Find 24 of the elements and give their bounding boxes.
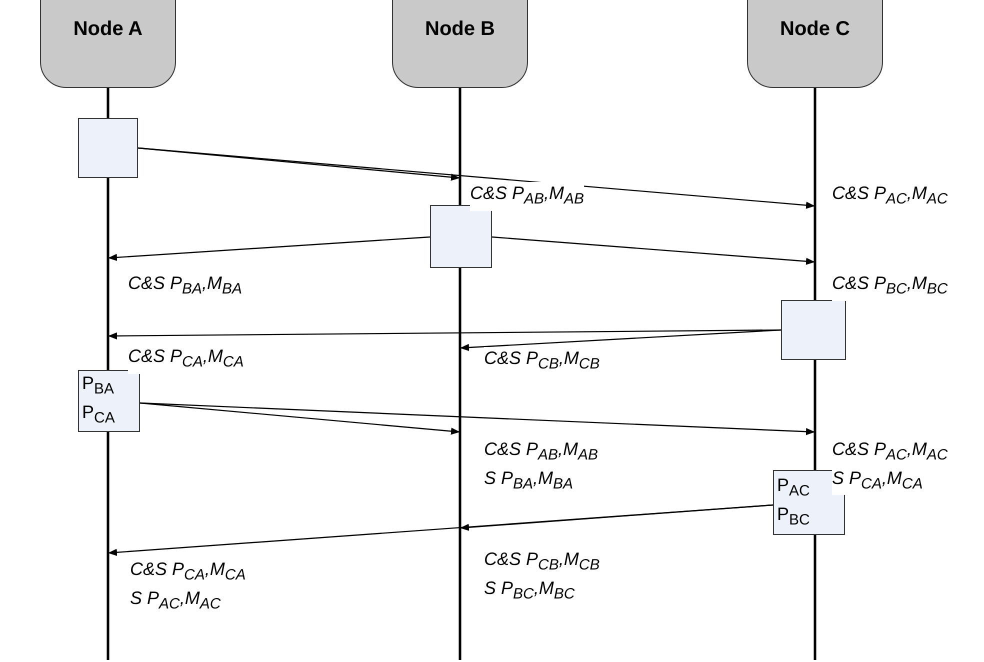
activation-box [781,300,846,360]
participant-name: Node B [425,18,495,40]
message-arrow [492,236,816,265]
participant-name: Node C [780,18,850,40]
parameter-text: P$_{AC}$ [777,474,810,502]
participant-box [747,0,883,88]
parameter-text: P$_{BC}$ [777,502,810,530]
edge-label: C&S P$_{AB}$,M$_{AB}$ [470,182,584,211]
activation-box [773,470,845,535]
participant-box [40,0,176,88]
message-arrow [460,329,782,352]
activation-box [430,205,492,268]
activation-box [78,370,140,432]
parameter-text: P$_{BA}$ [82,372,114,400]
participant-name: Node A [73,18,143,40]
message-arrow [460,504,774,531]
message-arrow [138,147,816,209]
parameter-text: P$_{CA}$ [82,401,115,429]
activation-box [78,118,138,178]
message-arrow [138,147,460,181]
message-arrow [108,236,430,261]
message-arrow [140,402,816,436]
participant-box [392,0,528,88]
message-arrow [140,402,460,435]
